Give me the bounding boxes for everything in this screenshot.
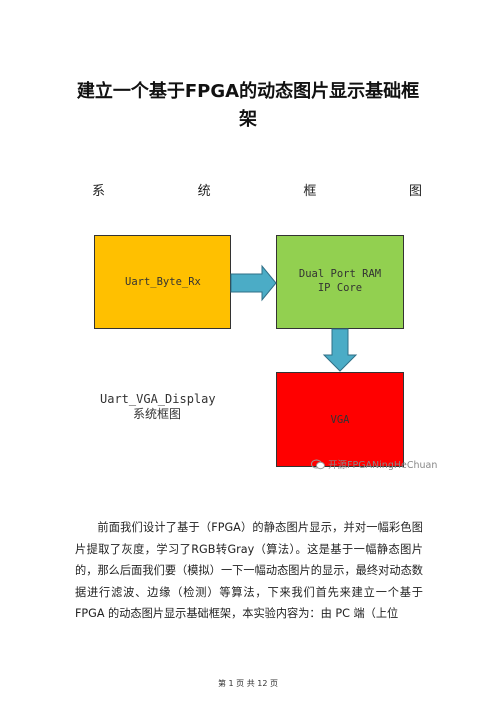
page-footer: 第 1 页 共 12 页 [0,678,496,689]
watermark: 开源FPGANingHeChuan [311,457,437,471]
page-number-text: 第 1 页 共 12 页 [218,679,278,688]
down-arrow-icon [322,328,358,372]
wechat-icon [311,459,325,469]
section-heading-char: 框 [303,184,317,199]
paragraph-text: 前面我们设计了基于（FPGA）的静态图片显示，并对一幅彩色图片提取了灰度，学习了… [75,521,423,620]
section-heading: 系 统 框 图 [92,180,422,199]
document-title: 建立一个基于FPGA的动态图片显示基础框 架 [60,78,436,134]
dpram-label-line-2: IP Core [317,282,363,294]
title-line-1: 建立一个基于FPGA的动态图片显示基础框 [76,81,420,102]
section-heading-char: 统 [197,184,211,199]
watermark-text: 开源FPGANingHeChuan [328,460,438,471]
vga-block-label: VGA [330,414,350,426]
vga-block: VGA [276,372,404,467]
body-paragraph: 前面我们设计了基于（FPGA）的静态图片显示，并对一幅彩色图片提取了灰度，学习了… [75,517,423,625]
right-arrow-icon [230,264,277,302]
dual-port-ram-block: Dual Port RAM IP Core [276,235,404,329]
title-line-2: 架 [239,109,257,130]
section-heading-char: 系 [92,184,106,199]
section-heading-char: 图 [408,184,422,199]
diagram-caption-line-2: 系统框图 [133,407,182,421]
diagram-caption: Uart_VGA_Display 系统框图 [100,392,216,422]
uart-block-label: Uart_Byte_Rx [125,276,201,288]
uart-byte-rx-block: Uart_Byte_Rx [94,235,231,329]
diagram-caption-line-1: Uart_VGA_Display [100,392,216,406]
dpram-label-line-1: Dual Port RAM [298,268,382,280]
